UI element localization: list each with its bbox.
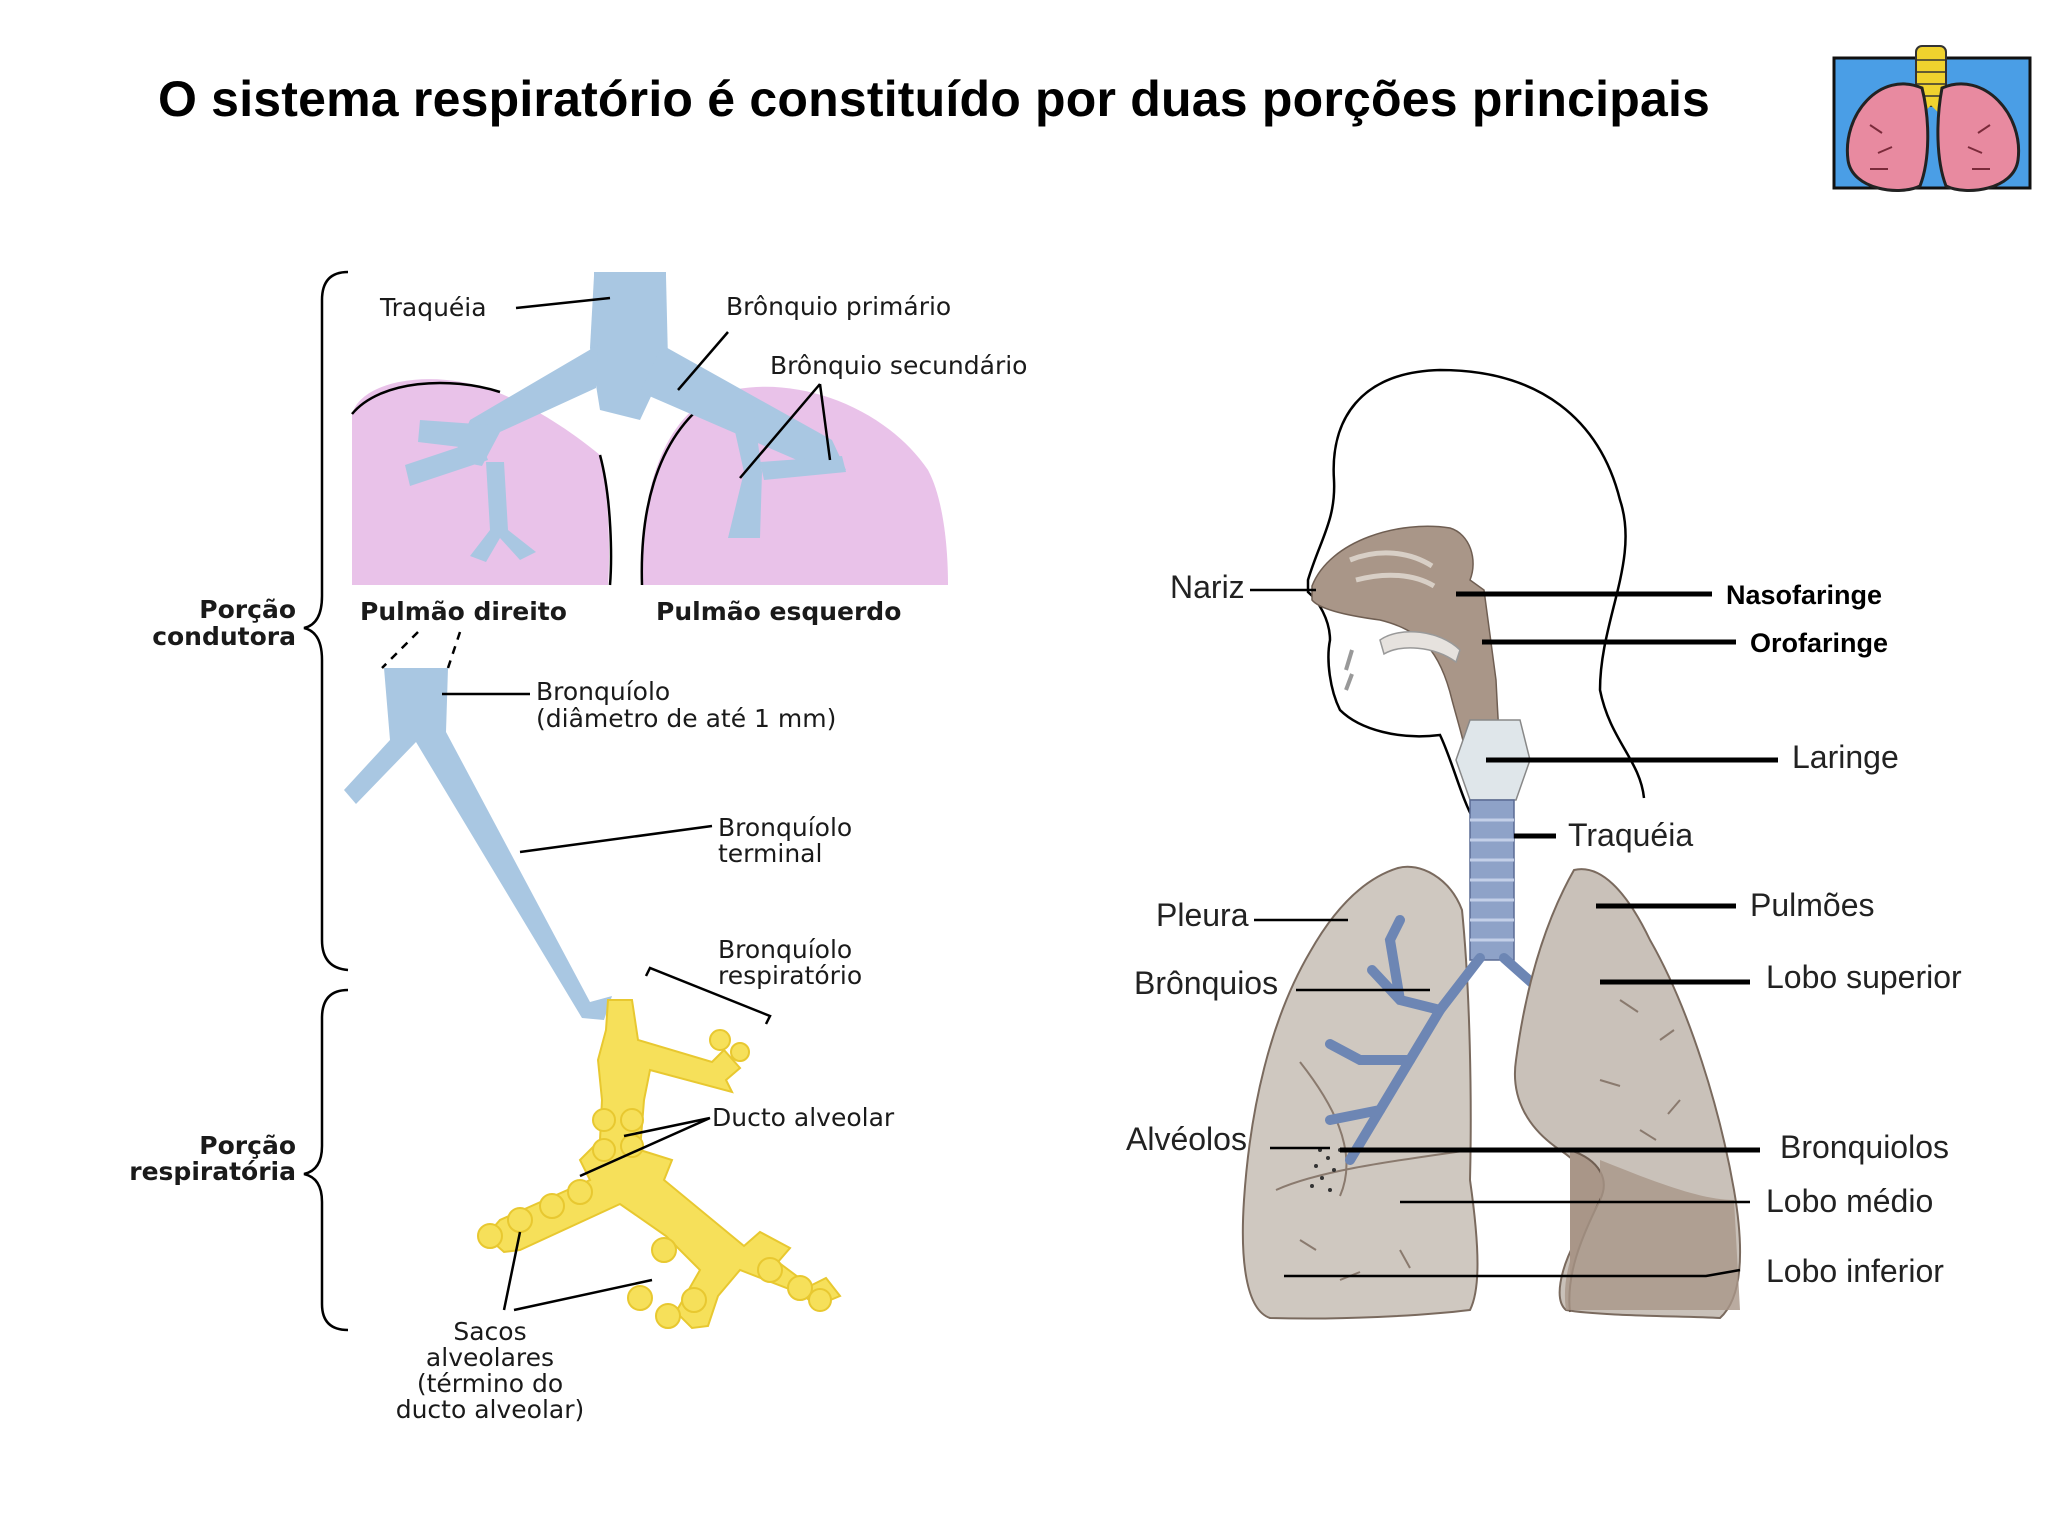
label-sacos-3: (término do [417,1369,563,1398]
label-bronquiolos: Bronquiolos [1780,1129,1949,1165]
label-traqueia-right: Traquéia [1568,817,1693,853]
left-lung-shape [641,386,948,585]
label-porcao-respiratoria-1: Porção [199,1131,296,1160]
brace-conductive [303,270,349,972]
label-sacos-4: ducto alveolar) [396,1395,585,1424]
bronchial-tree [344,276,846,1020]
label-lobo-medio: Lobo médio [1766,1183,1933,1219]
label-alveolos: Alvéolos [1126,1121,1247,1157]
label-bronquiolo-respiratorio-1: Bronquíolo [718,935,852,964]
label-porcao-condutora-2: condutora [152,622,296,651]
label-bronquiolo-terminal-1: Bronquíolo [718,813,852,842]
label-nariz: Nariz [1170,569,1245,605]
label-pleura: Pleura [1156,897,1249,933]
label-bronquiolo-2: (diâmetro de até 1 mm) [536,704,836,733]
label-pulmao-esquerdo: Pulmão esquerdo [656,597,901,626]
head-outline [1306,368,1646,821]
label-orofaringe: Orofaringe [1750,628,1888,658]
label-bronquiolo-terminal-2: terminal [718,839,822,868]
label-bronquiolo-respiratorio-2: respiratório [718,961,862,990]
label-lobo-superior: Lobo superior [1766,959,1962,995]
label-nasofaringe: Nasofaringe [1726,580,1882,610]
right-lung [1241,865,1479,1320]
brace-respiratory [303,988,349,1332]
lungs-icon [1832,45,2032,192]
label-traqueia: Traquéia [379,293,487,322]
alveolar-region [477,999,842,1330]
label-sacos-2: alveolares [426,1343,554,1372]
label-pulmao-direito: Pulmão direito [360,597,567,626]
label-porcao-respiratoria-2: respiratória [129,1157,296,1186]
label-bronquiolo-1: Bronquíolo [536,677,670,706]
right-lung-shape [352,379,610,585]
label-porcao-condutora-1: Porção [199,595,296,624]
page-title: O sistema respiratório é constituído por… [158,71,1711,127]
label-laringe: Laringe [1792,739,1899,775]
label-ducto-alveolar: Ducto alveolar [712,1103,895,1132]
label-pulmoes: Pulmões [1750,887,1875,923]
label-bronquio-primario: Brônquio primário [726,292,951,321]
label-bronquios: Brônquios [1134,965,1278,1001]
label-lobo-inferior: Lobo inferior [1766,1253,1944,1289]
label-bronquio-secundario: Brônquio secundário [770,351,1027,380]
label-sacos-1: Sacos [453,1317,526,1346]
